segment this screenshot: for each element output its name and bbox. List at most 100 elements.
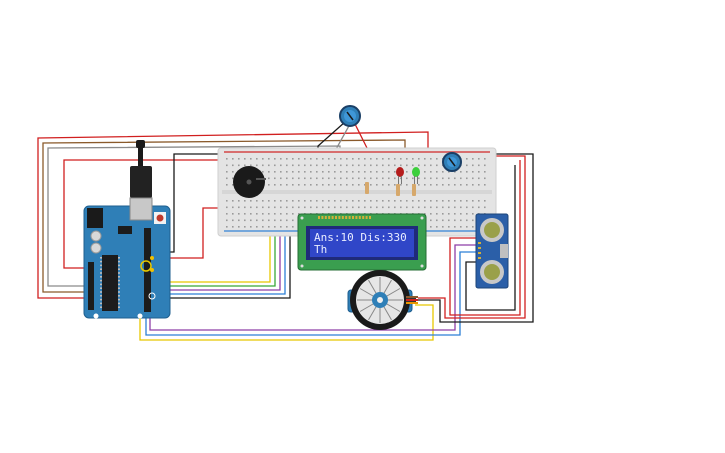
breadboard-hole bbox=[472, 164, 474, 167]
breadboard-hole bbox=[310, 171, 312, 173]
breadboard-hole bbox=[334, 171, 336, 173]
breadboard-hole bbox=[406, 164, 408, 167]
breadboard-hole bbox=[460, 171, 462, 173]
breadboard-hole bbox=[352, 184, 354, 186]
breadboard-hole bbox=[340, 206, 342, 209]
chip-pin bbox=[118, 298, 120, 301]
lcd-line-1: Ans:10 Dis:330 bbox=[314, 231, 407, 244]
breadboard-hole bbox=[364, 184, 366, 186]
breadboard-hole bbox=[286, 177, 288, 180]
servo-motor[interactable] bbox=[347, 270, 418, 330]
breadboard-hole bbox=[346, 177, 348, 180]
breadboard-hole bbox=[310, 206, 312, 209]
breadboard-hole bbox=[472, 177, 474, 180]
breadboard-hole bbox=[328, 200, 330, 202]
chip-pin bbox=[100, 279, 102, 282]
potentiometer-top[interactable] bbox=[339, 105, 361, 127]
potentiometer-right[interactable] bbox=[442, 152, 462, 172]
breadboard-hole bbox=[454, 171, 456, 173]
chip-pin bbox=[118, 257, 120, 259]
breadboard-hole bbox=[436, 158, 438, 160]
breadboard-hole bbox=[352, 206, 354, 209]
led-red[interactable] bbox=[396, 167, 404, 184]
breadboard-hole bbox=[346, 158, 348, 160]
breadboard-hole bbox=[478, 158, 480, 160]
chip-pin bbox=[100, 260, 102, 263]
breadboard-hole bbox=[448, 226, 450, 228]
capacitor-icon bbox=[90, 242, 102, 254]
wire-black-gnd[interactable] bbox=[168, 153, 238, 253]
breadboard-hole bbox=[322, 171, 324, 173]
breadboard-hole bbox=[280, 177, 282, 180]
led-green[interactable] bbox=[412, 167, 420, 184]
breadboard-hole bbox=[256, 206, 258, 209]
breadboard-hole bbox=[232, 219, 234, 222]
breadboard-hole bbox=[238, 200, 240, 202]
breadboard-hole bbox=[400, 184, 402, 186]
breadboard-hole bbox=[232, 164, 234, 167]
breadboard-hole bbox=[472, 158, 474, 160]
breadboard-hole bbox=[304, 164, 306, 167]
breadboard-hole bbox=[442, 206, 444, 209]
breadboard-hole bbox=[478, 184, 480, 186]
breadboard-hole bbox=[262, 158, 264, 160]
breadboard-hole bbox=[466, 184, 468, 186]
breadboard-hole bbox=[280, 200, 282, 202]
breadboard-hole bbox=[334, 164, 336, 167]
breadboard-hole bbox=[322, 184, 324, 186]
breadboard-hole bbox=[226, 219, 228, 222]
breadboard-hole bbox=[322, 177, 324, 180]
breadboard-hole bbox=[460, 177, 462, 180]
breadboard-hole bbox=[340, 171, 342, 173]
wire-black-right[interactable] bbox=[418, 153, 534, 323]
arduino-uno[interactable] bbox=[83, 140, 171, 319]
breadboard-hole bbox=[334, 177, 336, 180]
breadboard-hole bbox=[262, 206, 264, 209]
breadboard-hole bbox=[238, 206, 240, 209]
breadboard-hole bbox=[412, 206, 414, 209]
breadboard-hole bbox=[388, 177, 390, 180]
breadboard-hole bbox=[424, 213, 426, 215]
breadboard-hole bbox=[460, 206, 462, 209]
breadboard-hole bbox=[454, 226, 456, 228]
breadboard-hole bbox=[280, 164, 282, 167]
breadboard-hole bbox=[412, 158, 414, 160]
chip-pin bbox=[118, 302, 120, 305]
piezo-buzzer-icon[interactable] bbox=[233, 166, 266, 198]
breadboard-hole bbox=[382, 206, 384, 209]
breadboard-hole bbox=[298, 184, 300, 186]
breadboard-hole bbox=[340, 184, 342, 186]
ultrasonic-sensor[interactable] bbox=[475, 213, 509, 289]
breadboard-hole bbox=[436, 226, 438, 228]
breadboard-hole bbox=[328, 164, 330, 167]
breadboard-hole bbox=[430, 171, 432, 173]
lcd-pin bbox=[352, 216, 354, 219]
chip-pin bbox=[100, 298, 102, 301]
breadboard-hole bbox=[352, 164, 354, 167]
wire-red-sensor[interactable] bbox=[449, 160, 521, 316]
lcd-pin bbox=[365, 216, 368, 219]
breadboard-hole bbox=[454, 184, 456, 186]
breadboard-hole bbox=[418, 200, 420, 202]
breadboard-hole bbox=[310, 177, 312, 180]
breadboard-hole bbox=[322, 164, 324, 167]
breadboard-hole bbox=[244, 200, 246, 202]
wire-black-sensor[interactable] bbox=[465, 165, 516, 311]
chip-pin bbox=[118, 264, 120, 267]
wire-red-right[interactable] bbox=[418, 155, 526, 319]
breadboard-hole bbox=[238, 226, 240, 228]
breadboard-hole bbox=[430, 177, 432, 180]
lcd-16x2[interactable]: Ans:10 Dis:330 Th bbox=[297, 213, 427, 271]
breadboard-hole bbox=[262, 226, 264, 228]
breadboard-hole bbox=[274, 171, 276, 173]
wire-red-left-loop[interactable] bbox=[63, 159, 246, 269]
breadboard-hole bbox=[280, 171, 282, 173]
breadboard-hole bbox=[406, 200, 408, 202]
breadboard-hole bbox=[472, 219, 474, 222]
breadboard-hole bbox=[484, 184, 486, 186]
chip-pin bbox=[100, 272, 102, 274]
breadboard-hole bbox=[412, 177, 414, 180]
chip-pin bbox=[118, 260, 120, 263]
breadboard-hole bbox=[232, 171, 234, 173]
